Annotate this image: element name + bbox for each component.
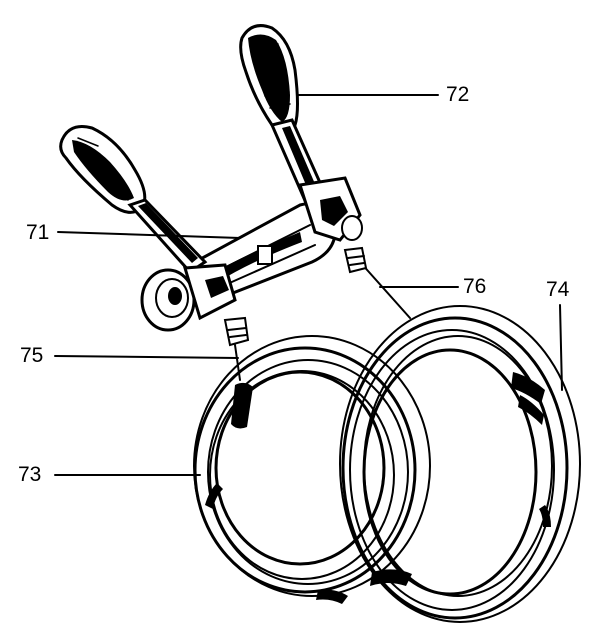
lever-left — [59, 125, 208, 274]
cable-wire-right — [359, 261, 411, 319]
leader-lines — [54, 94, 563, 476]
callout-73: 73 — [18, 463, 41, 486]
callout-74: 74 — [546, 278, 570, 301]
pivot-washer-left — [140, 263, 250, 347]
callout-76: 76 — [463, 275, 486, 298]
callout-71: 71 — [26, 221, 49, 244]
cable-coil-right — [339, 305, 581, 623]
cable-shading — [205, 372, 551, 604]
callout-72: 72 — [446, 83, 469, 106]
lever-right — [239, 24, 333, 214]
pivot-hardware-right — [298, 176, 368, 274]
cable-coil-left — [193, 335, 431, 597]
callout-75: 75 — [20, 344, 43, 367]
cable-wire-left — [234, 344, 241, 381]
